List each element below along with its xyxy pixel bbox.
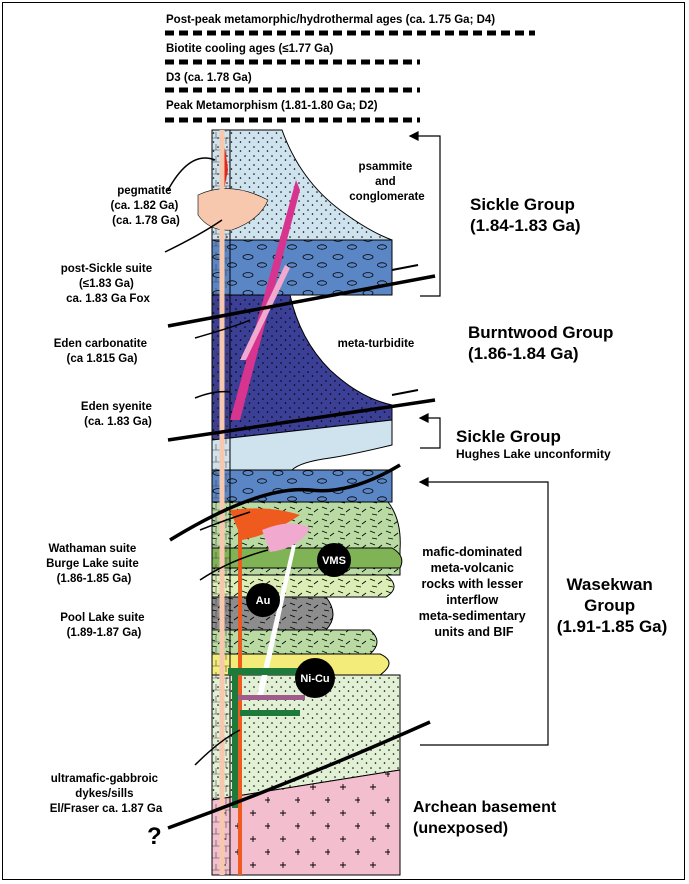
label-pool-lake: Pool Lake suite (1.89-1.87 Ga) [60,612,148,639]
label-psammite: psammite and conglomerate [349,161,424,203]
label-wathaman: Wathaman suite Burge Lake suite (1.86-1.… [46,543,142,585]
nicu-badge: Ni-Cu [295,658,335,698]
age-biotite: Biotite cooling ages (≤1.77 Ga) [166,43,334,55]
label-burntwood: Burntwood Group (1.86-1.84 Ga) [468,323,618,363]
label-wasekwan: Wasekwan Group (1.91-1.85 Ga) [557,575,668,636]
label-pegmatite: pegmatite (ca. 1.82 Ga) (ca. 1.78 Ga) [111,185,182,227]
label-sickle-upper: Sickle Group (1.84-1.83 Ga) [470,195,581,235]
label-mafic-dominated: mafic-dominated meta-volcanic rocks with… [419,545,529,639]
age-post-peak: Post-peak metamorphic/hydrothermal ages … [166,14,495,26]
vms-badge: VMS [317,543,351,577]
svg-text:VMS: VMS [322,555,346,567]
label-hughes-lake: Hughes Lake unconformity [456,447,611,461]
label-eden-syenite: Eden syenite (ca. 1.83 Ga) [81,401,155,428]
label-archean: Archean basement (unexposed) [413,799,561,837]
label-post-sickle: post-Sickle suite (≤1.83 Ga) ca. 1.83 Ga… [61,263,156,305]
label-eden-carbonatite: Eden carbonatite (ca 1.815 Ga) [54,338,151,365]
label-ultramafic: ultramafic-gabbroic dykes/sills El/Frase… [50,773,163,815]
au-badge: Au [246,583,280,617]
label-meta-turbidite: meta-turbidite [338,338,415,350]
age-d3: D3 (ca. 1.78 Ga) [166,72,252,84]
question-mark: ? [147,823,162,850]
label-sickle-lower: Sickle Group [456,427,561,446]
svg-text:Au: Au [256,595,271,607]
svg-text:Ni-Cu: Ni-Cu [300,673,329,685]
age-peak: Peak Metamorphism (1.81-1.80 Ga; D2) [166,100,378,112]
